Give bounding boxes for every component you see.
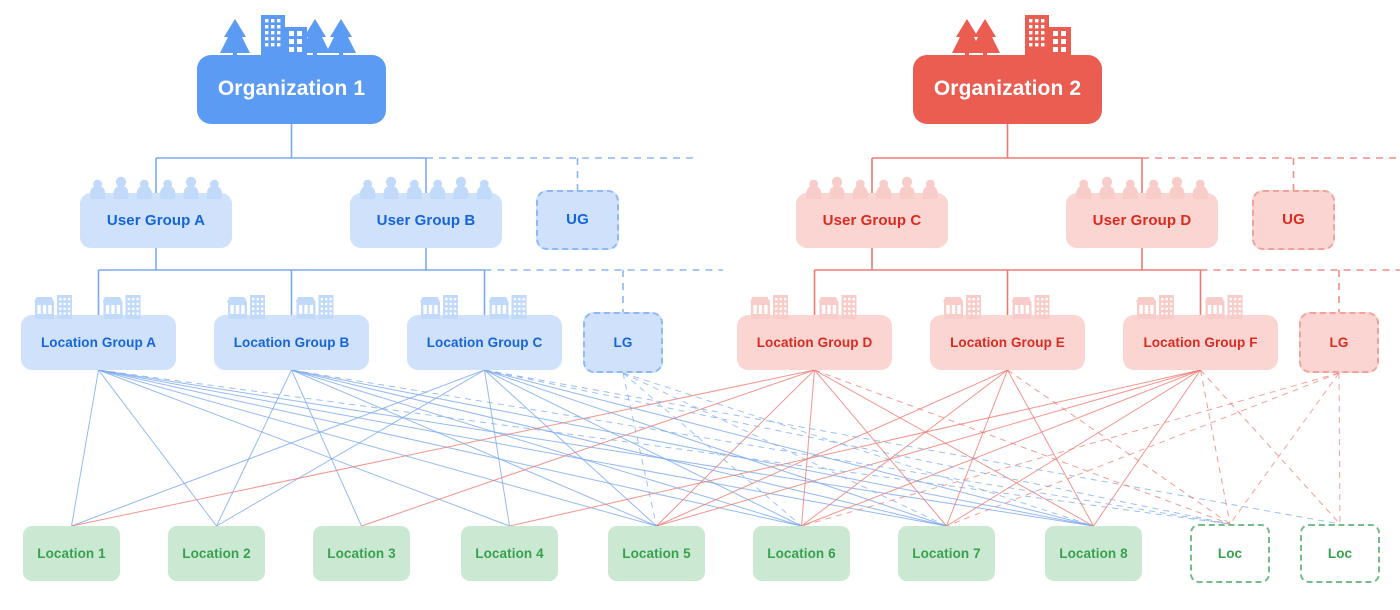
city-skyline-trees-icon — [209, 11, 359, 59]
location-group-placeholder-lg-ghost-1[interactable]: LG — [583, 312, 663, 373]
location-l3[interactable]: Location 3 — [313, 526, 410, 581]
location-group-placeholder-lg-ghost-2[interactable]: LG — [1299, 312, 1379, 373]
node-label: Location 4 — [475, 545, 544, 561]
location-group-lga[interactable]: Location Group A — [21, 315, 176, 370]
location-l2[interactable]: Location 2 — [168, 526, 265, 581]
location-l1[interactable]: Location 1 — [23, 526, 120, 581]
node-label: UG — [1282, 211, 1305, 229]
location-placeholder-loc-ghost-2[interactable]: Loc — [1300, 524, 1380, 583]
node-label: Location 7 — [912, 545, 981, 561]
node-label: User Group B — [376, 211, 476, 229]
user-group-ugc[interactable]: User Group C — [796, 193, 948, 248]
location-l6[interactable]: Location 6 — [753, 526, 850, 581]
location-placeholder-loc-ghost-1[interactable]: Loc — [1190, 524, 1270, 583]
location-group-lgb[interactable]: Location Group B — [214, 315, 369, 370]
user-group-ugb[interactable]: User Group B — [350, 193, 502, 248]
node-label: Location Group F — [1143, 334, 1258, 350]
node-label: Location Group A — [40, 334, 157, 350]
organization-org2[interactable]: Organization 2 — [913, 55, 1102, 124]
node-label: Location 1 — [37, 545, 106, 561]
node-label: LG — [613, 334, 633, 350]
node-label: Loc — [1217, 545, 1243, 561]
node-label: User Group C — [822, 211, 922, 229]
node-label: Location Group D — [756, 334, 873, 350]
node-label: Organization 2 — [933, 77, 1082, 101]
node-label: User Group A — [106, 211, 206, 229]
node-label: User Group D — [1092, 211, 1192, 229]
location-l7[interactable]: Location 7 — [898, 526, 995, 581]
user-group-ugd[interactable]: User Group D — [1066, 193, 1218, 248]
node-label: Location 8 — [1059, 545, 1128, 561]
node-label: Organization 1 — [217, 77, 366, 101]
node-label: Location Group E — [950, 334, 1065, 350]
location-group-lgf[interactable]: Location Group F — [1123, 315, 1278, 370]
location-group-lgc[interactable]: Location Group C — [407, 315, 562, 370]
user-group-placeholder-ug-ghost-2[interactable]: UG — [1252, 190, 1335, 250]
node-label: Location Group B — [233, 334, 350, 350]
node-label: Location 2 — [182, 545, 251, 561]
node-label: LG — [1329, 334, 1349, 350]
user-group-placeholder-ug-ghost-1[interactable]: UG — [536, 190, 619, 250]
node-label: Location 3 — [327, 545, 396, 561]
node-label: Location Group C — [426, 334, 543, 350]
location-l5[interactable]: Location 5 — [608, 526, 705, 581]
location-group-lge[interactable]: Location Group E — [930, 315, 1085, 370]
location-l8[interactable]: Location 8 — [1045, 526, 1142, 581]
city-skyline-trees-icon — [943, 11, 1093, 59]
node-label: Location 6 — [767, 545, 836, 561]
node-label: UG — [566, 211, 589, 229]
node-label: Location 5 — [622, 545, 691, 561]
organization-org1[interactable]: Organization 1 — [197, 55, 386, 124]
location-l4[interactable]: Location 4 — [461, 526, 558, 581]
node-label: Loc — [1327, 545, 1353, 561]
location-group-lgd[interactable]: Location Group D — [737, 315, 892, 370]
user-group-uga[interactable]: User Group A — [80, 193, 232, 248]
